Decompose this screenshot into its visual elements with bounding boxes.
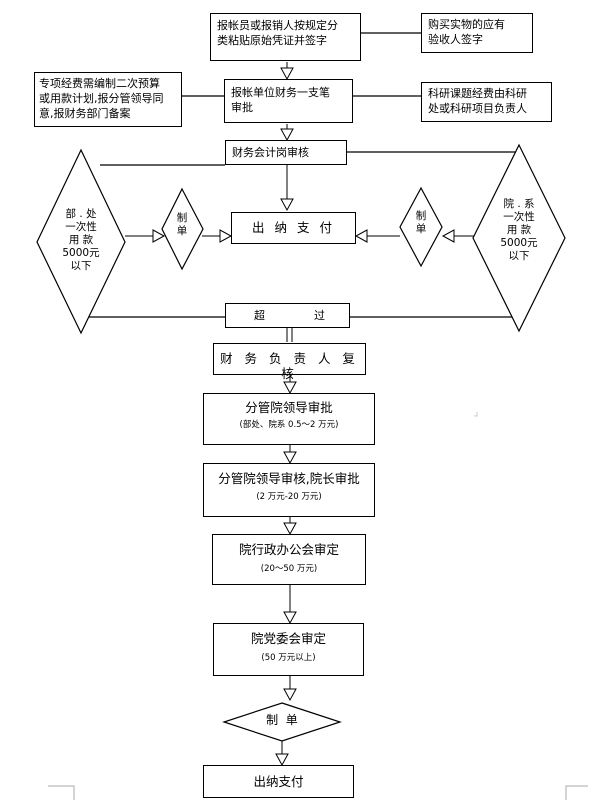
- node-finance-head-review: 财 务 负 责 人 复 核: [213, 343, 366, 381]
- node-party-title: 院党委会审定: [250, 631, 326, 646]
- make-left-line1: 制: [176, 212, 188, 224]
- dept-right-line2: 一次性: [503, 211, 535, 223]
- make-left-line2: 单: [176, 225, 188, 237]
- diamond-right-shape: [472, 143, 566, 333]
- dept-right-line3: 用 款: [506, 224, 532, 236]
- node-vp-title: 分管院领导审批: [245, 400, 333, 415]
- node-president-note: (2 万元-20 万元): [256, 492, 322, 502]
- diamond-left-shape: [36, 148, 126, 335]
- node-unit-approval: 报帐单位财务一支笔 审批: [224, 79, 353, 123]
- node-vp-approval: 分管院领导审批 (部处、院系 0.5～2 万元): [203, 393, 375, 445]
- node-cashier-pay-bottom: 出纳支付: [203, 765, 354, 798]
- diamond-make-left-shape: [161, 187, 204, 271]
- node-exceed-text-a: 超: [254, 309, 265, 322]
- node-admin-meeting: 院行政办公会审定 (20～50 万元): [212, 534, 366, 585]
- node-cashier-pay-top: 出 纳 支 付: [231, 212, 356, 244]
- dept-right-line4: 5000元: [500, 237, 538, 249]
- paragraph-mark: [474, 412, 478, 417]
- node-research-line1: 科研课题经费由科研: [428, 87, 527, 100]
- node-president-approval: 分管院领导审核,院长审批 (2 万元-20 万元): [203, 463, 375, 517]
- make-right-line1: 制: [415, 210, 427, 222]
- node-buyer-line1: 购买实物的应有: [428, 18, 505, 31]
- node-admin-note: (20～50 万元): [260, 564, 318, 574]
- dept-left-line3: 用 款: [68, 234, 94, 246]
- node-dept-left: 部 . 处 一次性 用 款 5000元 以下: [56, 208, 106, 273]
- node-party-note: (50 万元以上): [261, 653, 316, 663]
- diamond-make-right-shape: [399, 186, 443, 268]
- node-submit-line1: 报帐员或报销人按规定分: [217, 19, 338, 32]
- node-special-line1: 专项经费需编制二次预算: [39, 77, 160, 90]
- node-submit-line2: 类粘贴原始凭证并签字: [217, 34, 327, 47]
- node-special-line2: 或用款计划,报分管领导同: [39, 92, 164, 105]
- dept-left-line2: 一次性: [65, 221, 97, 233]
- dept-left-line4: 5000元: [62, 247, 100, 259]
- node-exceed: 超 过: [225, 303, 350, 328]
- corner-mark-right: [565, 785, 588, 800]
- node-special-funds: 专项经费需编制二次预算 或用款计划,报分管领导同 意,报财务部门备案: [34, 72, 182, 127]
- node-accountant-review: 财务会计岗审核: [225, 140, 347, 165]
- corner-mark-left: [48, 785, 75, 800]
- node-make-right: 制 单: [409, 210, 433, 236]
- node-unit-line2: 审批: [231, 101, 253, 114]
- node-party-committee: 院党委会审定 (50 万元以上): [213, 623, 364, 676]
- node-dept-right: 院 . 系 一次性 用 款 5000元 以下: [494, 198, 544, 263]
- node-vp-note: (部处、院系 0.5～2 万元): [239, 420, 339, 430]
- node-make-left: 制 单: [170, 212, 194, 238]
- dept-right-line1: 院 . 系: [503, 198, 535, 210]
- node-research-funds: 科研课题经费由科研 处或科研项目负责人: [421, 82, 552, 122]
- node-unit-line1: 报帐单位财务一支笔: [231, 86, 330, 99]
- node-cashier-top-text: 出 纳 支 付: [252, 220, 335, 235]
- node-buyer-sign: 购买实物的应有 验收人签字: [421, 13, 533, 53]
- node-buyer-line2: 验收人签字: [428, 33, 483, 46]
- node-finance-head-text: 财 务 负 责 人 复 核: [220, 351, 359, 381]
- dept-left-line1: 部 . 处: [65, 208, 97, 220]
- node-exceed-text-b: 过: [314, 309, 325, 322]
- node-special-line3: 意,报财务部门备案: [39, 107, 131, 120]
- node-research-line2: 处或科研项目负责人: [428, 102, 527, 115]
- node-submit-vouchers: 报帐员或报销人按规定分 类粘贴原始凭证并签字: [210, 13, 361, 61]
- node-make-bottom: 制 单: [266, 713, 298, 727]
- dept-left-line5: 以下: [70, 260, 92, 272]
- make-right-line2: 单: [415, 223, 427, 235]
- dept-right-line5: 以下: [508, 250, 530, 262]
- node-accountant-text: 财务会计岗审核: [232, 146, 309, 159]
- node-president-title: 分管院领导审核,院长审批: [218, 471, 360, 486]
- node-cashier-bottom-text: 出纳支付: [253, 774, 304, 789]
- node-admin-title: 院行政办公会审定: [238, 542, 339, 557]
